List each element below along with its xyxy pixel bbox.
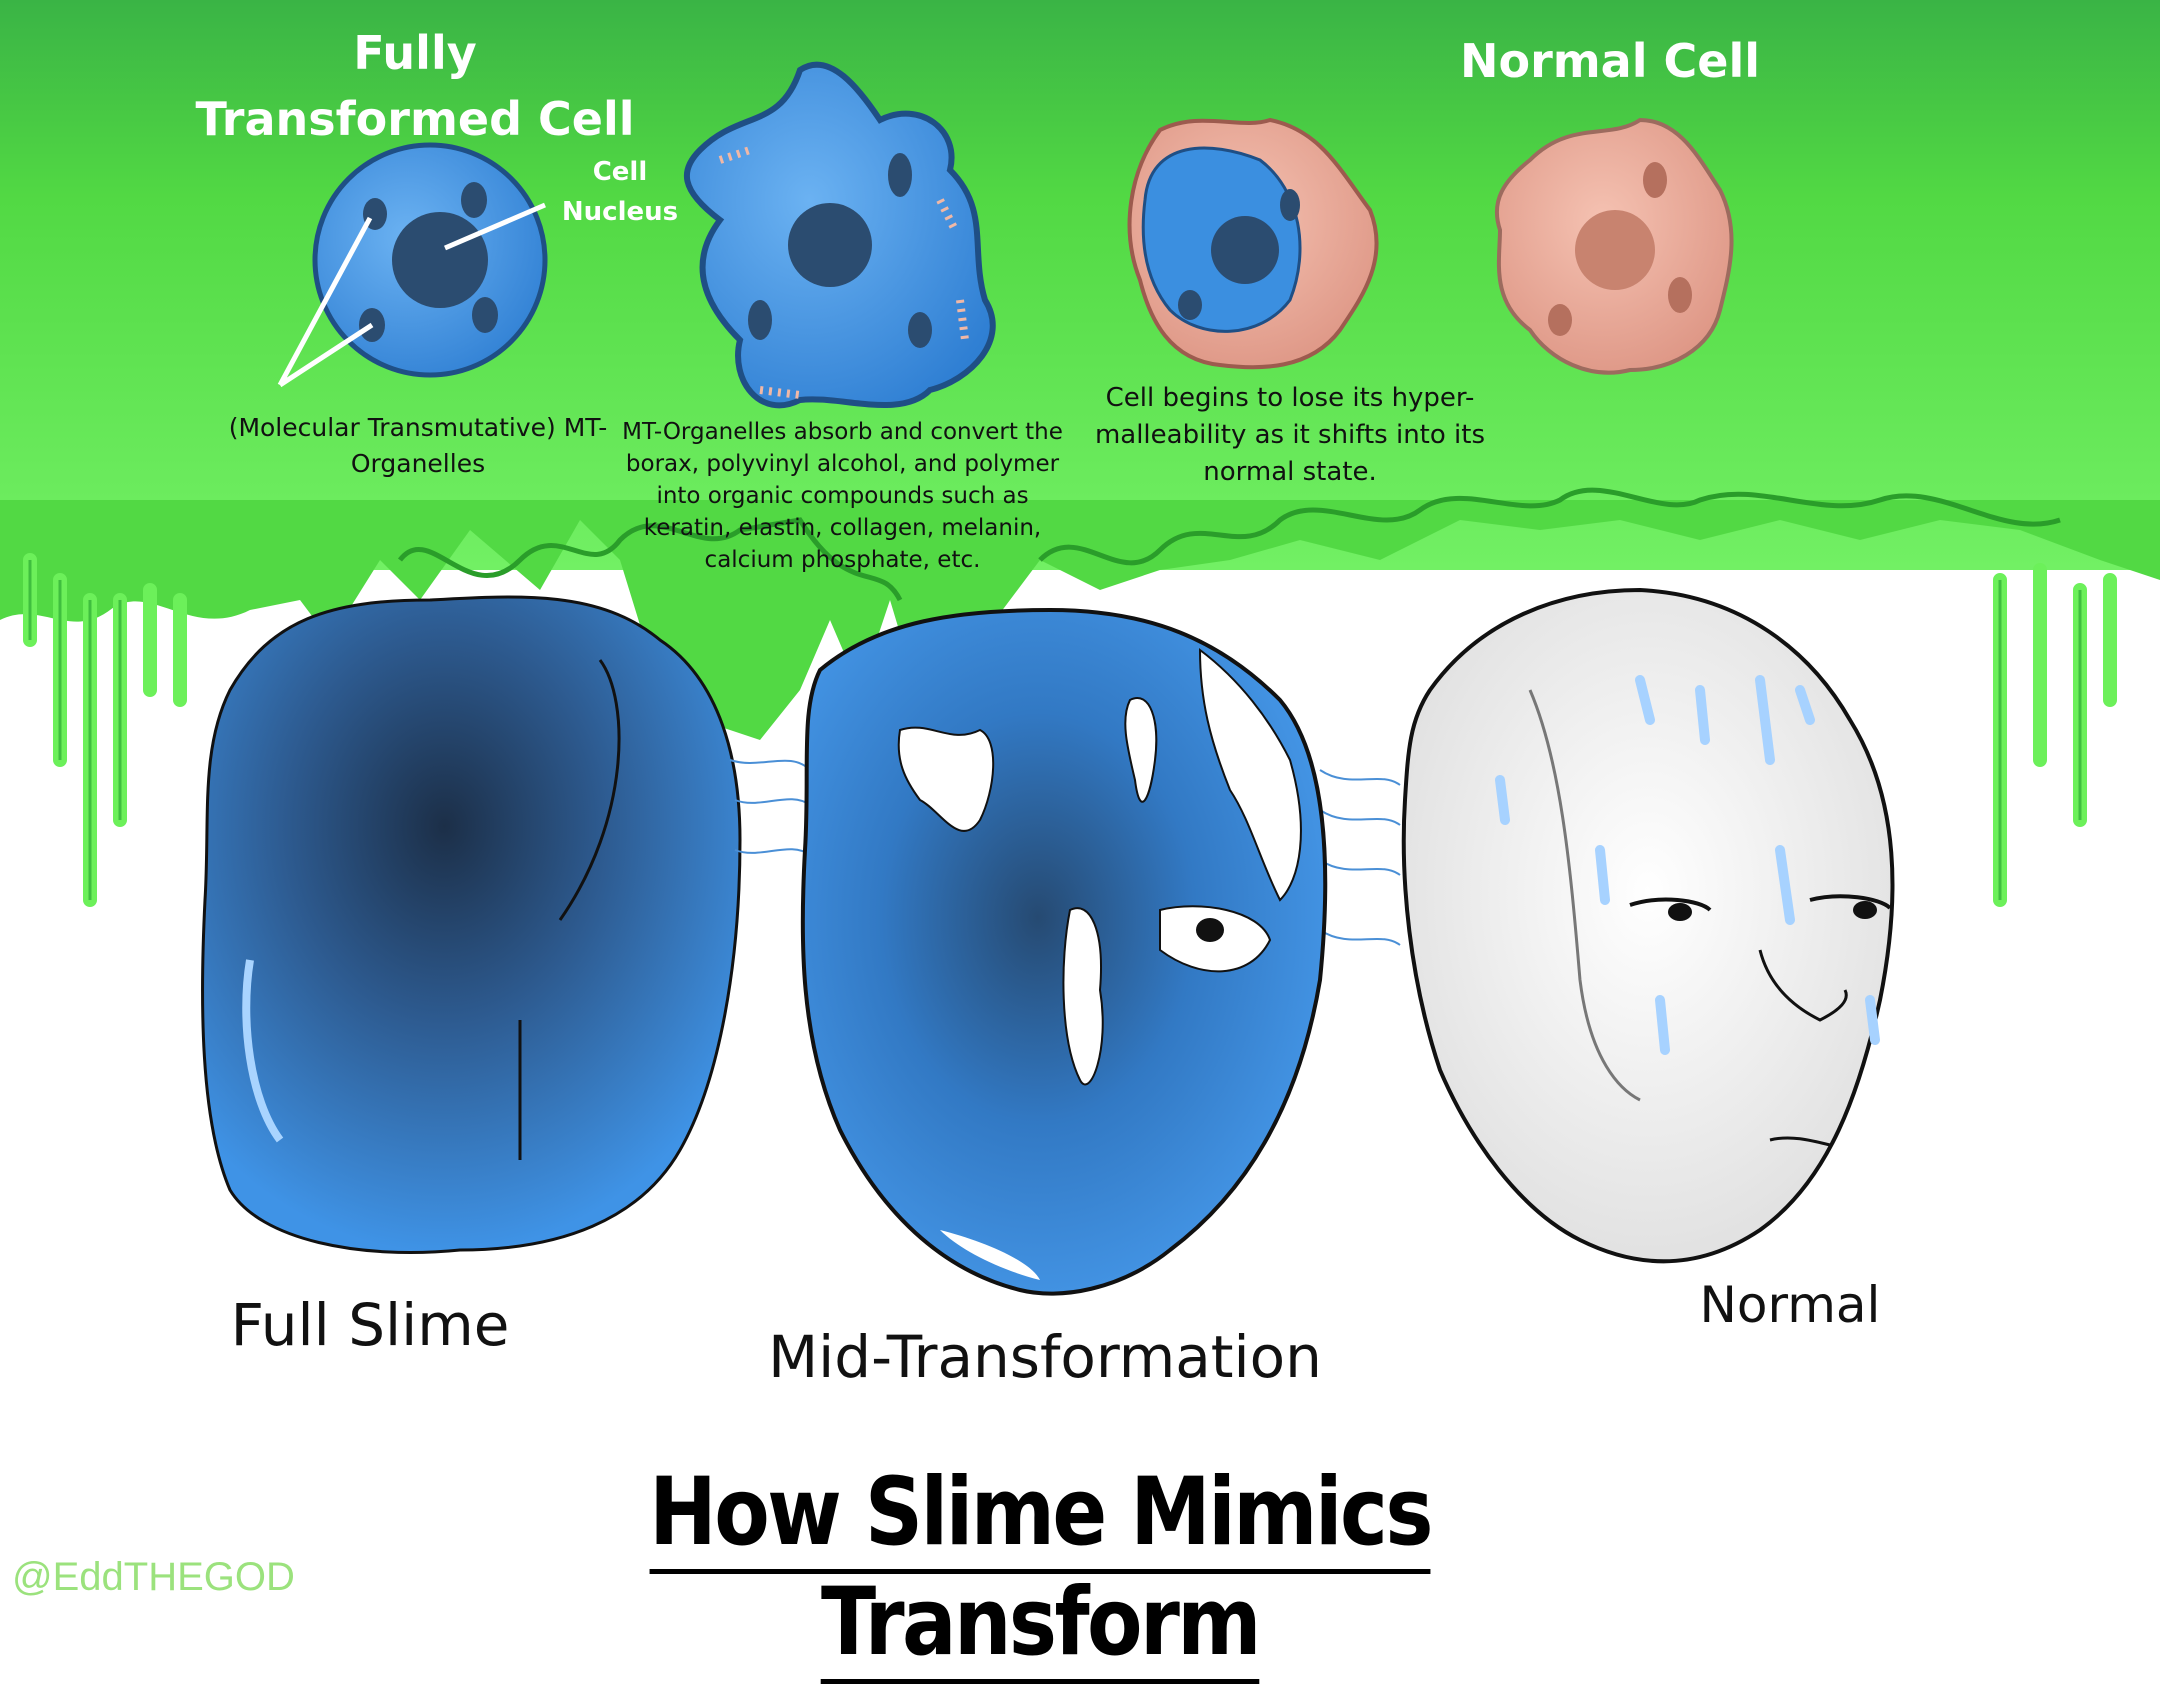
slime-strands [729,759,1401,946]
nucleus-label: Cell Nucleus [561,157,679,227]
transformed-cell-title: Fully Transformed Cell [195,26,635,146]
absorbing-cell [683,61,996,409]
normal-cell-title: Normal Cell [1459,34,1761,88]
page-title: How Slime Mimics Transform [490,1458,1591,1684]
normal-cell [1494,117,1734,375]
lose-malleability-note: Cell begins to lose its hyper-malleabili… [1094,383,1486,487]
normal-head [1401,587,1895,1264]
page-title-text: How Slime Mimics Transform [649,1458,1433,1684]
transformed-cell [277,142,548,388]
stage-label-normal: Normal [1699,1276,1881,1334]
artist-credit: @EddTHEGOD [12,1555,295,1599]
mid-transformation-head [800,607,1328,1296]
illustration [0,0,2160,1296]
shifting-cell [1127,117,1379,370]
absorb-note: MT-Organelles absorb and convert the bor… [622,419,1063,573]
stage-label-mid-transformation: Mid-Transformation [768,1323,1322,1391]
full-slime-head [201,595,742,1254]
stage-label-full-slime: Full Slime [230,1291,510,1359]
organelles-label: (Molecular Transmutative) MT-Organelles [228,413,608,478]
